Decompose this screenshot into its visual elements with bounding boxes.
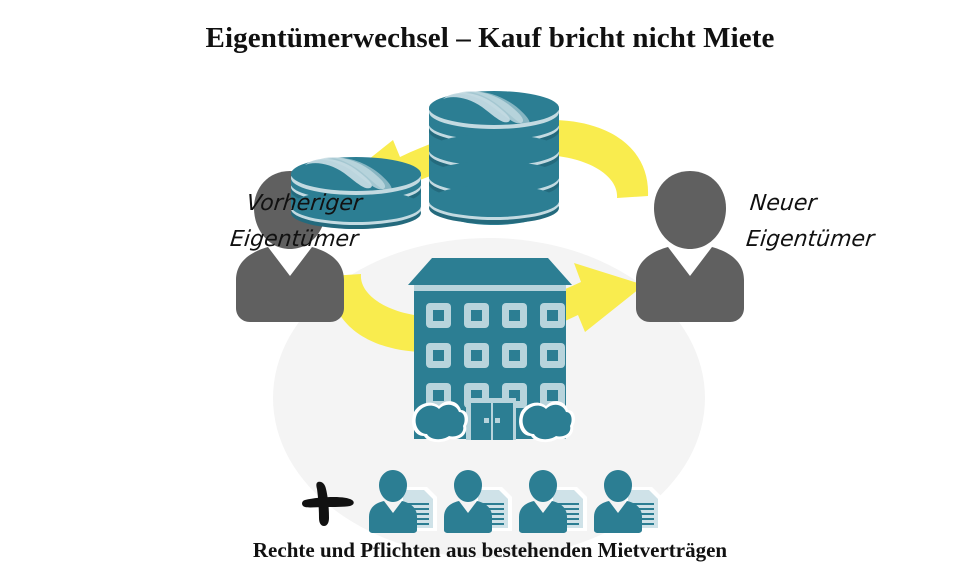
person-shoulders-shape xyxy=(636,247,744,322)
new-owner-label: Neuer Eigentümer xyxy=(744,186,880,258)
money-arrow xyxy=(334,119,649,209)
new-owner-label-line2: Eigentümer xyxy=(744,227,876,252)
tenant-shoulders xyxy=(444,501,492,533)
person-shoulders-shape xyxy=(236,247,344,322)
building-roof-trim xyxy=(414,285,566,291)
apartment-building-icon xyxy=(408,258,576,443)
property-arrow xyxy=(329,263,644,353)
building-door-handle-left xyxy=(484,418,489,423)
previous-owner-label-line2: Eigentümer xyxy=(228,227,360,252)
caption-text: Rechte und Pflichten aus bestehenden Mie… xyxy=(252,538,728,562)
building-door-handle-right xyxy=(495,418,500,423)
new-owner-avatar xyxy=(636,171,744,322)
building-roof xyxy=(408,258,572,285)
new-owner-label-line1: Neuer xyxy=(748,191,818,216)
tenant-head xyxy=(454,470,482,502)
curved-arrow-right-icon xyxy=(329,263,644,353)
coin-stack-back xyxy=(429,91,559,225)
coin-stack-icon xyxy=(291,91,559,229)
previous-owner-label: Vorheriger Eigentümer xyxy=(228,186,364,258)
coin-face xyxy=(291,190,421,222)
building-window-panes xyxy=(433,310,558,401)
plus-icon xyxy=(302,481,354,526)
person-silhouette-icon xyxy=(654,171,726,249)
tenant-with-contract-icon xyxy=(369,470,437,533)
building-bush-right xyxy=(519,401,576,443)
tenant-with-contract-icon xyxy=(444,470,512,533)
building-door-left xyxy=(471,403,491,440)
coin-face xyxy=(429,161,559,193)
tenant-shoulders xyxy=(519,501,567,533)
tenant-with-contract-icon xyxy=(519,470,587,533)
tenant-head xyxy=(529,470,557,502)
tenant-head xyxy=(604,470,632,502)
tenant-shoulders xyxy=(369,501,417,533)
coin-face xyxy=(429,134,559,166)
building-door-right xyxy=(493,403,513,440)
coin-face xyxy=(429,185,559,217)
coin-top-stripes xyxy=(443,91,530,126)
tenant-head xyxy=(379,470,407,502)
tenant-shoulders xyxy=(594,501,642,533)
coin-top-stripes xyxy=(305,157,392,192)
curved-arrow-left-icon xyxy=(334,119,649,209)
tenant-with-contract-icon xyxy=(594,470,662,533)
previous-owner-label-line1: Vorheriger xyxy=(245,191,364,216)
building-bush-left xyxy=(412,401,469,443)
coin-stack-front xyxy=(291,157,421,229)
page-title: Eigentümerwechsel – Kauf bricht nicht Mi… xyxy=(205,22,775,54)
